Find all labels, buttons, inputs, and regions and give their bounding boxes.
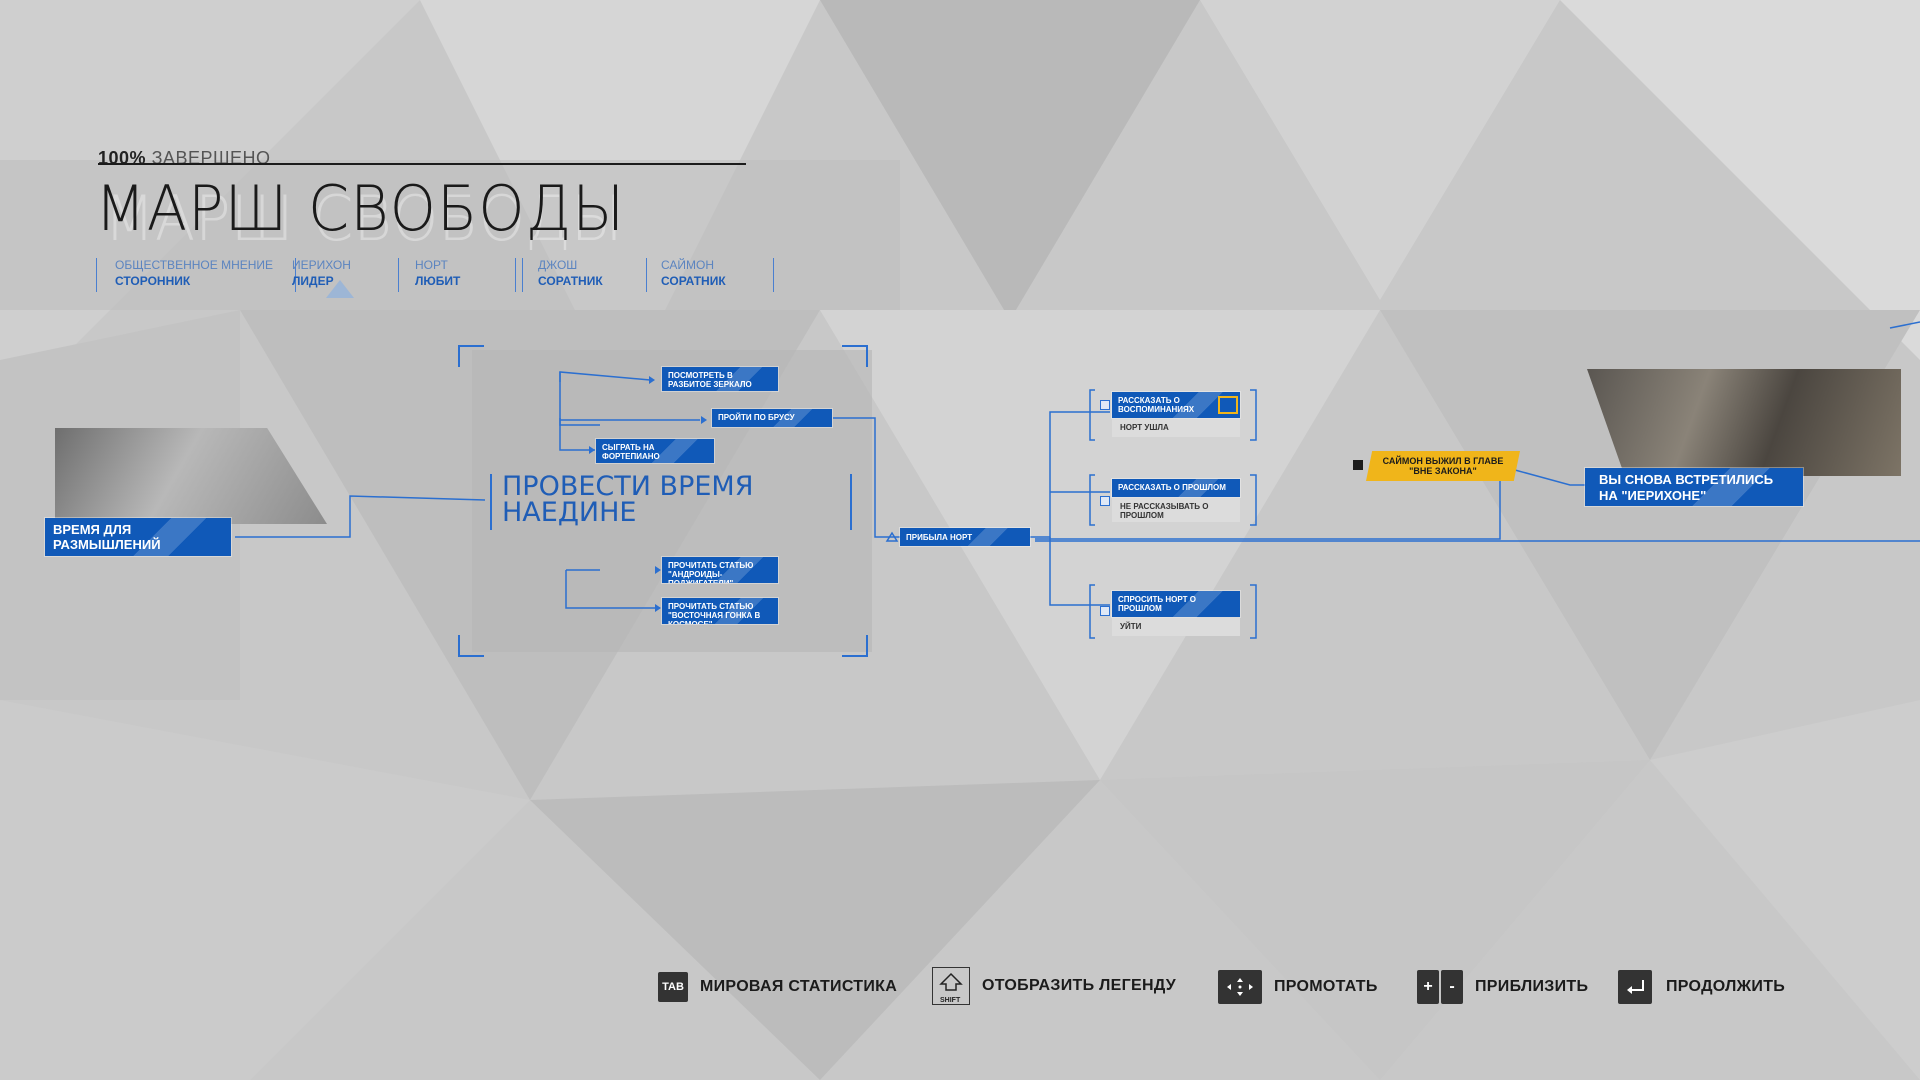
- dialog-not-tell-past[interactable]: НЕ РАССКАЗЫВАТЬ О ПРОШЛОМ: [1112, 498, 1240, 522]
- node-pattern: [766, 409, 832, 427]
- control-world-stats[interactable]: TAB МИРОВАЯ СТАТИСТИКА: [658, 972, 897, 1002]
- node-pattern: [714, 367, 778, 391]
- node-time-to-reflect[interactable]: ВРЕМЯ ДЛЯ РАЗМЫШЛЕНИЙ: [45, 518, 231, 556]
- relationship-label: САЙМОН: [661, 258, 715, 272]
- condition-label: САЙМОН ВЫЖИЛ В ГЛАВЕ "ВНЕ ЗАКОНА": [1382, 456, 1504, 476]
- control-continue[interactable]: ПРОДОЛЖИТЬ: [1618, 970, 1785, 1004]
- relationship-simon: САЙМОН СОРАТНИК: [646, 258, 774, 292]
- control-label: ПРИБЛИЗИТЬ: [1475, 978, 1589, 995]
- option-label: ПРОЧИТАТЬ СТАТЬЮ "ВОСТОЧНАЯ ГОНКА В КОСМ…: [668, 602, 761, 624]
- panel-corner: [842, 635, 868, 657]
- node-pattern: [1169, 591, 1240, 617]
- control-label: МИРОВАЯ СТАТИСТИКА: [700, 978, 898, 995]
- shift-key-icon: SHIFT: [932, 967, 970, 1005]
- dialog-choice-icon: [1100, 606, 1110, 616]
- node-pattern: [714, 557, 778, 583]
- leader-triangle-icon: [326, 280, 354, 298]
- enter-arrow-icon: [1627, 980, 1644, 994]
- completion-status: 100% ЗАВЕРШЕНО: [98, 148, 270, 169]
- relationship-value: СТОРОННИК: [115, 274, 191, 288]
- tab-key-icon: TAB: [658, 972, 688, 1002]
- lock-icon: [1353, 460, 1363, 470]
- node-pattern: [958, 528, 1030, 546]
- zoom-in-key[interactable]: +: [1417, 970, 1439, 1004]
- relationship-label: НОРТ: [415, 258, 448, 272]
- option-read-space-race-article[interactable]: ПРОЧИТАТЬ СТАТЬЮ "ВОСТОЧНАЯ ГОНКА В КОСМ…: [662, 598, 778, 624]
- zoom-out-key[interactable]: -: [1441, 970, 1463, 1004]
- relationship-public-opinion: ОБЩЕСТВЕННОЕ МНЕНИЕ СТОРОННИК: [96, 258, 296, 292]
- dialog-ask-north-past[interactable]: СПРОСИТЬ НОРТ О ПРОШЛОМ: [1112, 591, 1240, 617]
- relationship-josh: ДЖОШ СОРАТНИК: [522, 258, 647, 292]
- control-label: ОТОБРАЗИТЬ ЛЕГЕНДУ: [982, 977, 1176, 994]
- control-show-legend[interactable]: SHIFT ОТОБРАЗИТЬ ЛЕГЕНДУ: [932, 967, 1176, 1005]
- chapter-title-shadow: МАРШ СВОБОДЫ: [104, 182, 623, 255]
- node-north-arrived[interactable]: ПРИБЫЛА НОРТ: [900, 528, 1030, 546]
- option-label: СЫГРАТЬ НА ФОРТЕПИАНО: [602, 443, 660, 461]
- enter-key-icon: [1618, 970, 1652, 1004]
- panel-corner: [458, 635, 484, 657]
- dialog-label: РАССКАЗАТЬ О ПРОШЛОМ: [1118, 483, 1226, 492]
- relationship-value: ЛЮБИТ: [415, 274, 461, 288]
- dialog-choice-icon: [1100, 400, 1110, 410]
- zoom-keys-icon: + -: [1417, 970, 1463, 1004]
- dialog-label: СПРОСИТЬ НОРТ О ПРОШЛОМ: [1118, 595, 1196, 613]
- control-label: ПРОМОТАТЬ: [1274, 978, 1378, 995]
- dialog-label: РАССКАЗАТЬ О ВОСПОМИНАНИЯХ: [1118, 396, 1195, 414]
- node-pattern: [649, 439, 714, 463]
- completion-percent: 100%: [98, 148, 147, 168]
- node-met-again-jericho[interactable]: ВЫ СНОВА ВСТРЕТИЛИСЬ НА "ИЕРИХОНЕ": [1585, 468, 1803, 506]
- panel-corner: [842, 345, 868, 367]
- option-walk-beam[interactable]: ПРОЙТИ ПО БРУСУ: [712, 409, 832, 427]
- node-pattern: [1683, 468, 1803, 506]
- option-label: ПРОЙТИ ПО БРУСУ: [718, 413, 795, 422]
- relationship-jericho: ИЕРИХОН ЛИДЕР: [292, 258, 392, 292]
- dialog-choice-icon: [1100, 496, 1110, 506]
- mouse-move-icon: [1218, 970, 1262, 1004]
- group-title[interactable]: ПРОВЕСТИ ВРЕМЯ НАЕДИНЕ: [502, 471, 754, 528]
- node-pattern: [128, 518, 231, 556]
- condition-simon-survived[interactable]: САЙМОН ВЫЖИЛ В ГЛАВЕ "ВНЕ ЗАКОНА": [1366, 451, 1520, 481]
- title-divider: [98, 163, 746, 165]
- relationship-label: ОБЩЕСТВЕННОЕ МНЕНИЕ: [115, 258, 274, 272]
- shift-key-label: SHIFT: [940, 997, 961, 1004]
- node-label: ВРЕМЯ ДЛЯ РАЗМЫШЛЕНИЙ: [53, 522, 161, 552]
- node-label: ПРИБЫЛА НОРТ: [906, 533, 973, 542]
- scene-thumbnail-jericho[interactable]: [1587, 369, 1901, 476]
- node-pattern: [1169, 479, 1240, 497]
- node-pattern: [714, 598, 778, 624]
- option-read-arsonists-article[interactable]: ПРОЧИТАТЬ СТАТЬЮ "АНДРОИДЫ-ПОДЖИГАТЕЛИ": [662, 557, 778, 583]
- option-play-piano[interactable]: СЫГРАТЬ НА ФОРТЕПИАНО: [596, 439, 714, 463]
- relationship-value: ЛИДЕР: [292, 274, 334, 288]
- option-label: ПОСМОТРЕТЬ В РАЗБИТОЕ ЗЕРКАЛО: [668, 371, 752, 389]
- dialog-tell-past[interactable]: РАССКАЗАТЬ О ПРОШЛОМ: [1112, 479, 1240, 497]
- relationship-label: ДЖОШ: [538, 258, 578, 272]
- dialog-label: УЙТИ: [1120, 622, 1142, 631]
- group-title-frame: ПРОВЕСТИ ВРЕМЯ НАЕДИНЕ: [490, 471, 852, 530]
- panel-corner: [458, 345, 484, 367]
- chapter-title: МАРШ СВОБОДЫ: [95, 172, 626, 245]
- option-label: ПРОЧИТАТЬ СТАТЬЮ "АНДРОИДЫ-ПОДЖИГАТЕЛИ": [668, 561, 754, 583]
- move-arrows-icon: [1227, 978, 1253, 996]
- dialog-label: НОРТ УШЛА: [1120, 423, 1169, 432]
- dialog-leave[interactable]: УЙТИ: [1112, 618, 1240, 636]
- relationship-north: НОРТ ЛЮБИТ: [398, 258, 516, 292]
- shift-arrow-icon: [939, 972, 963, 991]
- relationship-value: СОРАТНИК: [661, 274, 726, 288]
- option-broken-mirror[interactable]: ПОСМОТРЕТЬ В РАЗБИТОЕ ЗЕРКАЛО: [662, 367, 778, 391]
- dialog-north-left[interactable]: НОРТ УШЛА: [1112, 419, 1240, 437]
- completion-label: ЗАВЕРШЕНО: [151, 148, 271, 168]
- unlock-icon: [1218, 396, 1238, 414]
- relationship-value: СОРАТНИК: [538, 274, 603, 288]
- control-scroll[interactable]: ПРОМОТАТЬ: [1218, 970, 1378, 1004]
- control-label: ПРОДОЛЖИТЬ: [1666, 978, 1786, 995]
- relationship-label: ИЕРИХОН: [292, 258, 351, 272]
- control-zoom[interactable]: + - ПРИБЛИЗИТЬ: [1417, 970, 1588, 1004]
- dialog-label: НЕ РАССКАЗЫВАТЬ О ПРОШЛОМ: [1120, 502, 1209, 520]
- node-label: ВЫ СНОВА ВСТРЕТИЛИСЬ НА "ИЕРИХОНЕ": [1599, 472, 1774, 503]
